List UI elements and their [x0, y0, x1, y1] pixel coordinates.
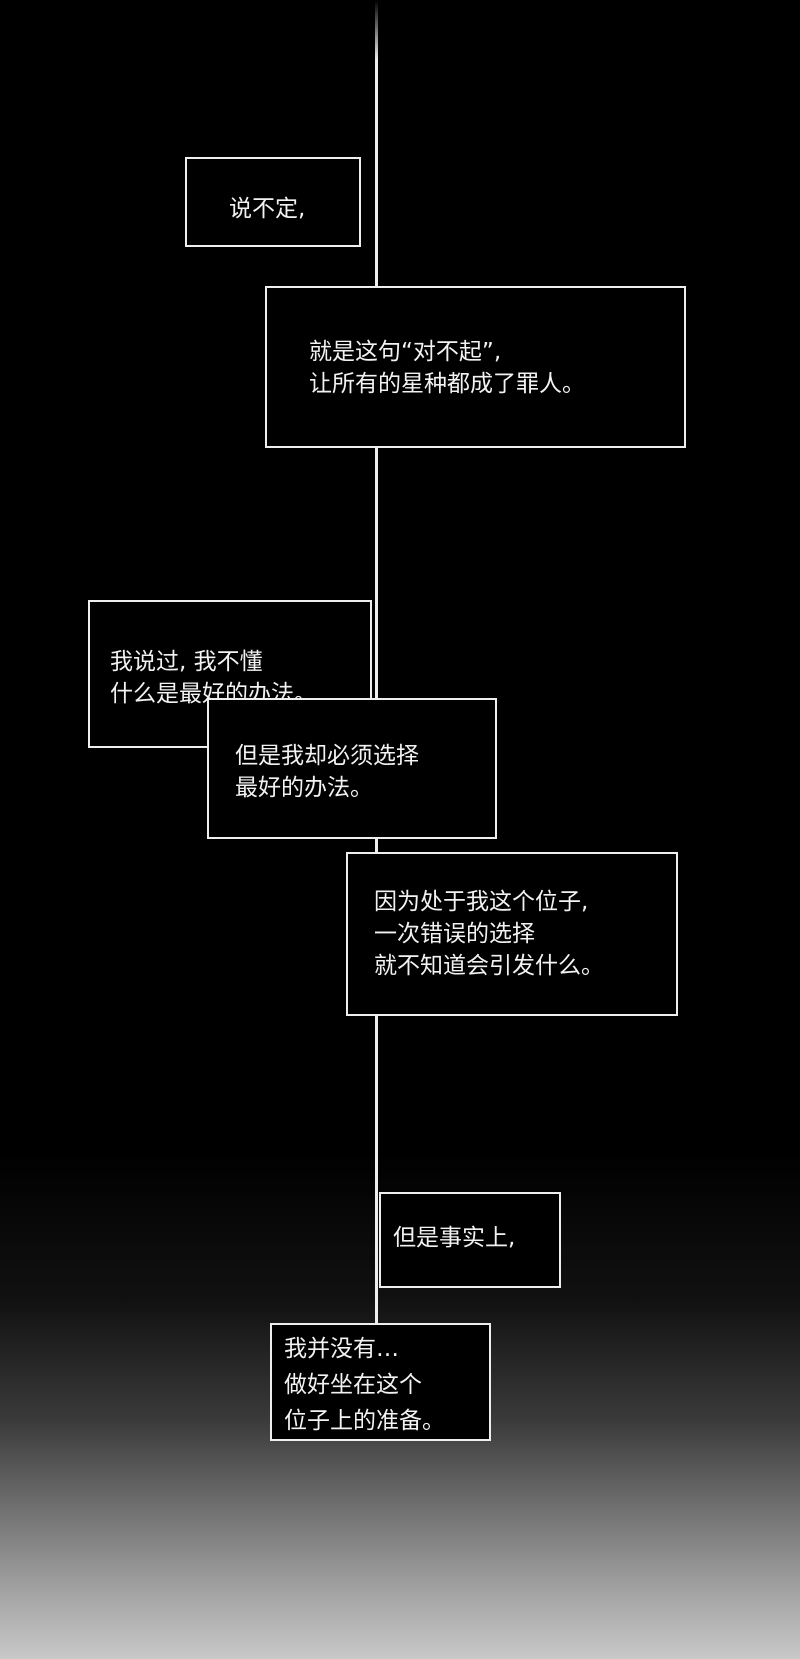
caption-text: 就是这句“对不起”, [309, 339, 502, 365]
caption-text: 让所有的星种都成了罪人。 [309, 371, 585, 397]
caption-text: 位子上的准备。 [284, 1408, 445, 1434]
caption-text: 一次错误的选择 [374, 921, 535, 947]
caption-box-6: 但是事实上, [379, 1192, 561, 1288]
caption-text: 最好的办法。 [235, 775, 373, 801]
caption-text: 因为处于我这个位子, [374, 889, 589, 915]
caption-text: 我并没有… [284, 1336, 399, 1362]
caption-text: 做好坐在这个 [284, 1372, 422, 1398]
connector-line [375, 0, 378, 1326]
caption-box-2: 就是这句“对不起”, 让所有的星种都成了罪人。 [265, 286, 686, 448]
caption-text: 我说过, 我不懂 [110, 649, 263, 675]
caption-box-4: 但是我却必须选择 最好的办法。 [207, 698, 497, 839]
caption-box-5: 因为处于我这个位子, 一次错误的选择 就不知道会引发什么。 [346, 852, 678, 1016]
caption-text: 但是事实上, [393, 1225, 516, 1251]
caption-text: 但是我却必须选择 [235, 743, 419, 769]
caption-box-1: 说不定, [185, 157, 361, 247]
caption-box-7: 我并没有… 做好坐在这个 位子上的准备。 [270, 1323, 491, 1441]
caption-text: 就不知道会引发什么。 [374, 953, 604, 979]
caption-text: 说不定, [229, 196, 306, 222]
